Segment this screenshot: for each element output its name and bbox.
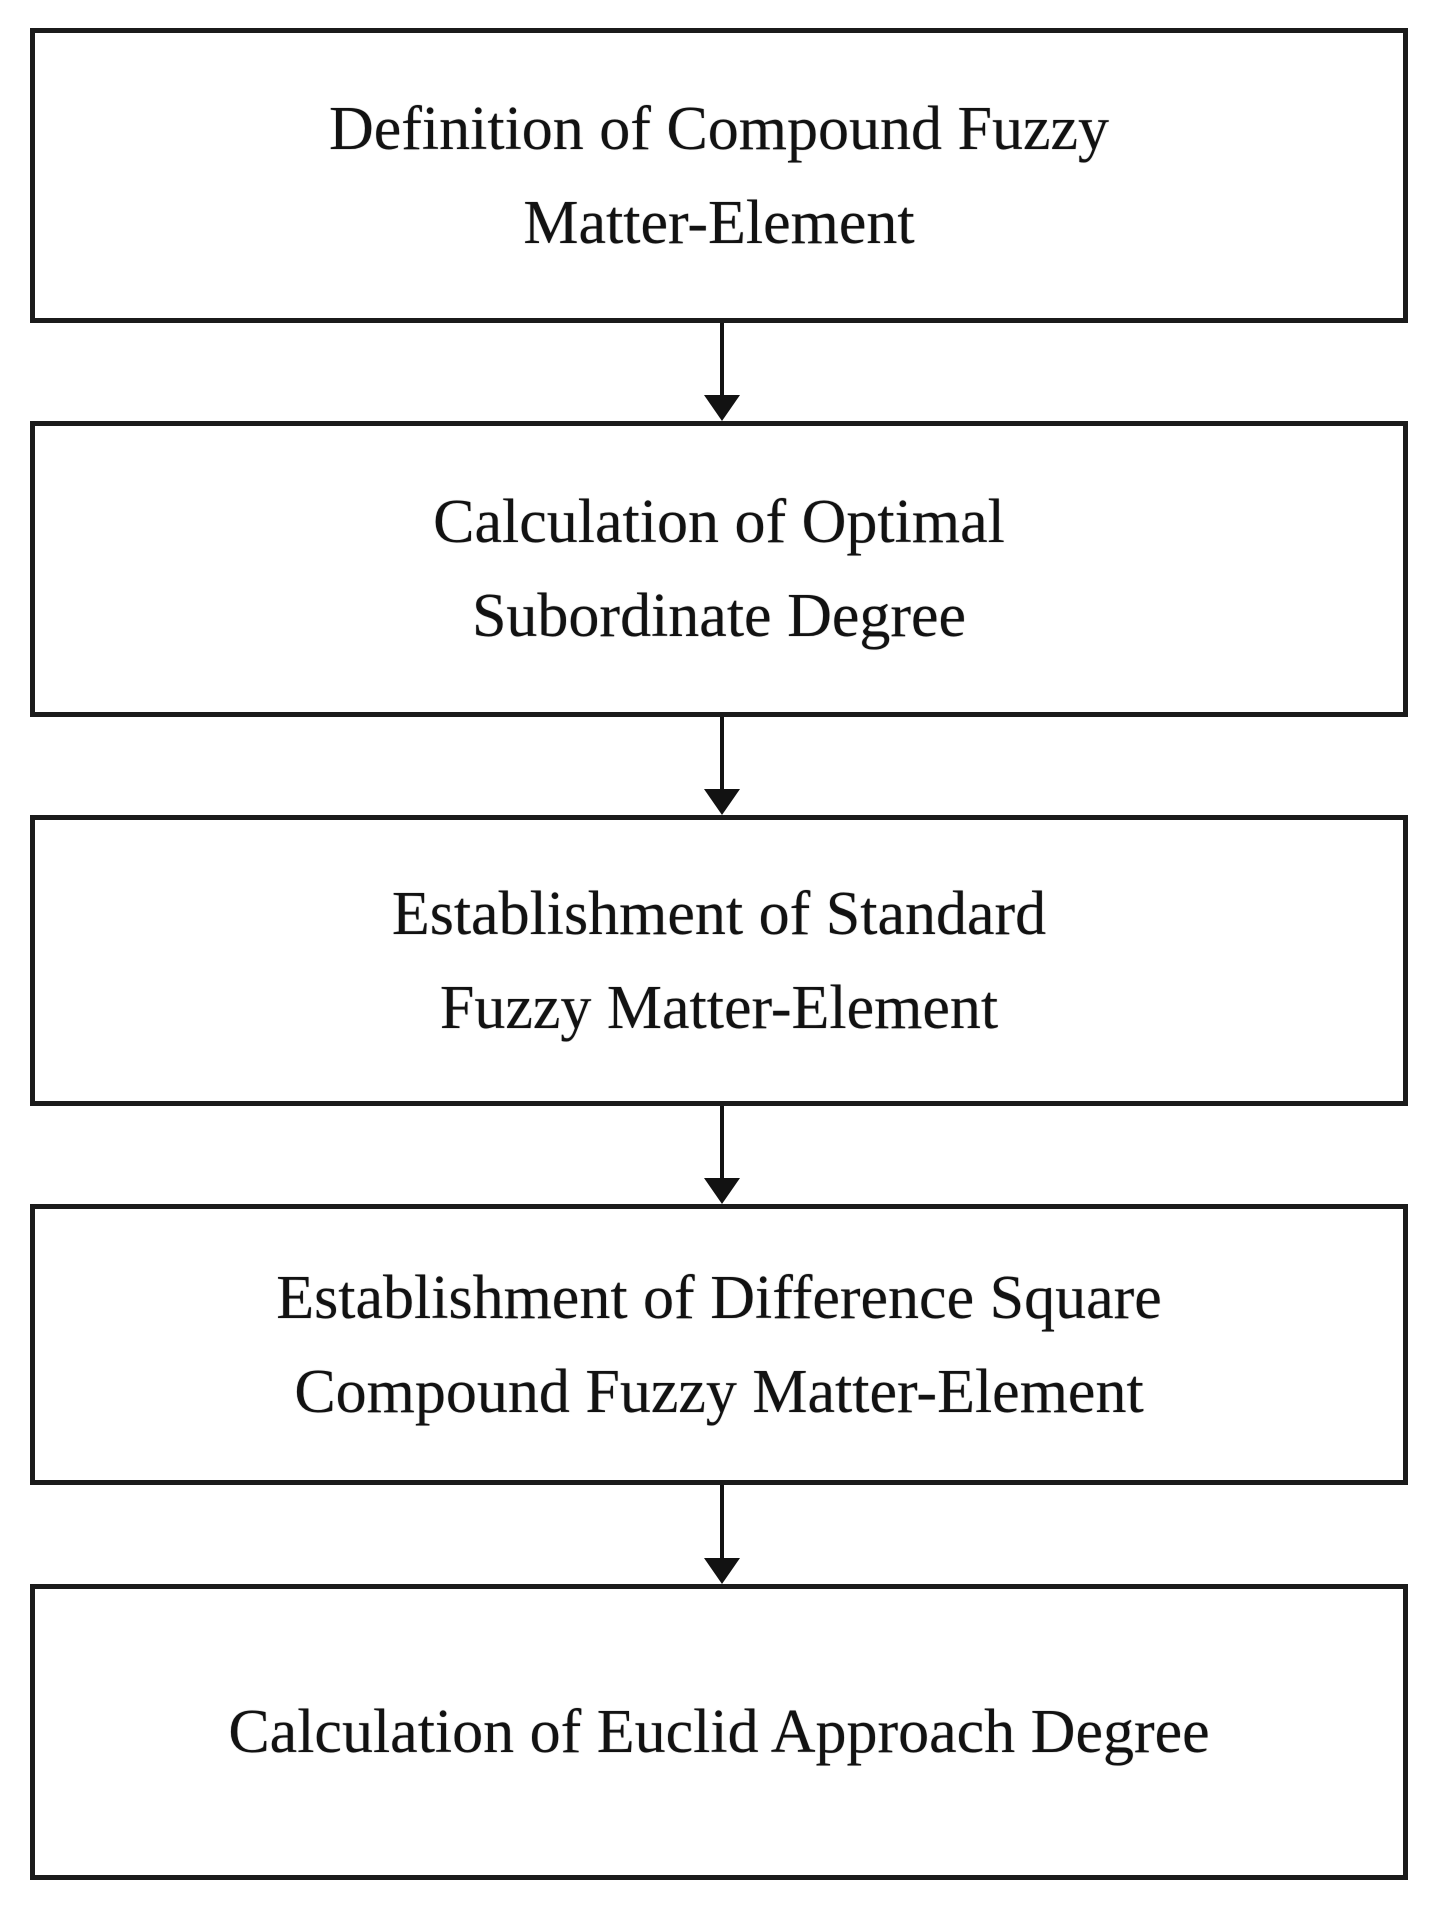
step-text-line: Matter-Element xyxy=(523,188,915,257)
step-text-line: Compound Fuzzy Matter-Element xyxy=(294,1357,1144,1426)
flow-step-establishment-difference-square-compound-fuzzy-matter-element: Establishment of Difference Square Compo… xyxy=(30,1204,1408,1485)
arrow-shaft xyxy=(720,323,724,399)
arrow-shaft xyxy=(720,1106,724,1182)
step-text-line: Establishment of Standard xyxy=(391,879,1047,948)
flow-step-calculation-euclid-approach-degree: Calculation of Euclid Approach Degree xyxy=(30,1584,1408,1880)
step-text-line: Calculation of Euclid Approach Degree xyxy=(228,1698,1210,1766)
down-arrow-icon xyxy=(704,717,740,815)
arrow-head xyxy=(704,395,740,421)
arrow-shaft xyxy=(720,717,724,793)
step-text-line: Subordinate Degree xyxy=(471,582,967,650)
arrow-head xyxy=(704,1558,740,1584)
flow-step-establishment-standard-fuzzy-matter-element: Establishment of Standard Fuzzy Matter-E… xyxy=(30,815,1408,1106)
step-text-line: Definition of Compound Fuzzy xyxy=(328,94,1110,163)
flow-step-calculation-optimal-subordinate-degree: Calculation of Optimal Subordinate Degre… xyxy=(30,421,1408,717)
down-arrow-icon xyxy=(704,1485,740,1584)
arrow-head xyxy=(704,789,740,815)
step-text-line: Fuzzy Matter-Element xyxy=(439,973,999,1042)
step-text-line: Establishment of Difference Square xyxy=(276,1263,1162,1332)
arrow-head xyxy=(704,1178,740,1204)
step-text-line: Calculation of Optimal xyxy=(433,488,1005,556)
arrow-shaft xyxy=(720,1485,724,1562)
down-arrow-icon xyxy=(704,323,740,421)
flow-step-definition-compound-fuzzy-matter-element: Definition of Compound Fuzzy Matter-Elem… xyxy=(30,28,1408,323)
down-arrow-icon xyxy=(704,1106,740,1204)
